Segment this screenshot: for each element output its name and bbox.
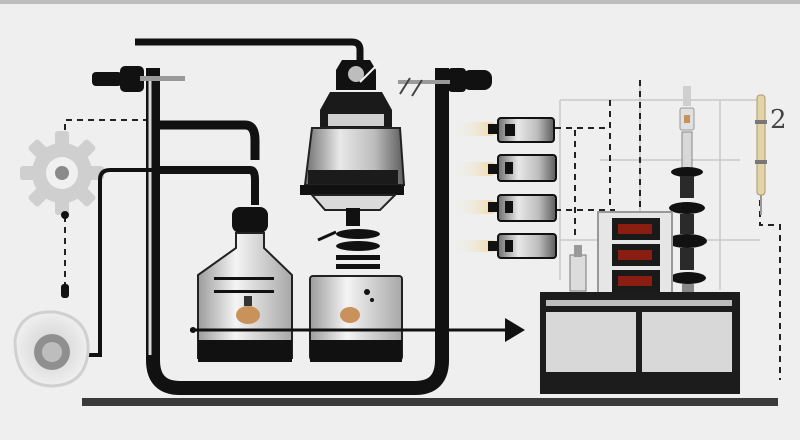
distillation-column <box>667 86 707 292</box>
u-tube-frame <box>146 68 449 395</box>
left-flask <box>197 207 293 362</box>
control-panel-icon <box>569 211 673 299</box>
top-border <box>0 0 800 4</box>
inner-pipe-lower <box>160 166 259 205</box>
top-pipe <box>135 38 364 62</box>
floor-line <box>82 398 778 406</box>
right-fitting <box>398 68 492 97</box>
condenser-unit <box>300 60 406 362</box>
label-digit: 2 <box>770 105 787 135</box>
gear-icon <box>20 131 104 215</box>
valve-icon <box>13 310 90 388</box>
base-unit <box>540 292 740 394</box>
left-fitting <box>92 66 185 92</box>
probe <box>755 94 767 215</box>
burner-icon <box>452 117 557 259</box>
arrow-right-icon <box>190 318 525 342</box>
inner-pipe-upper <box>160 120 260 160</box>
